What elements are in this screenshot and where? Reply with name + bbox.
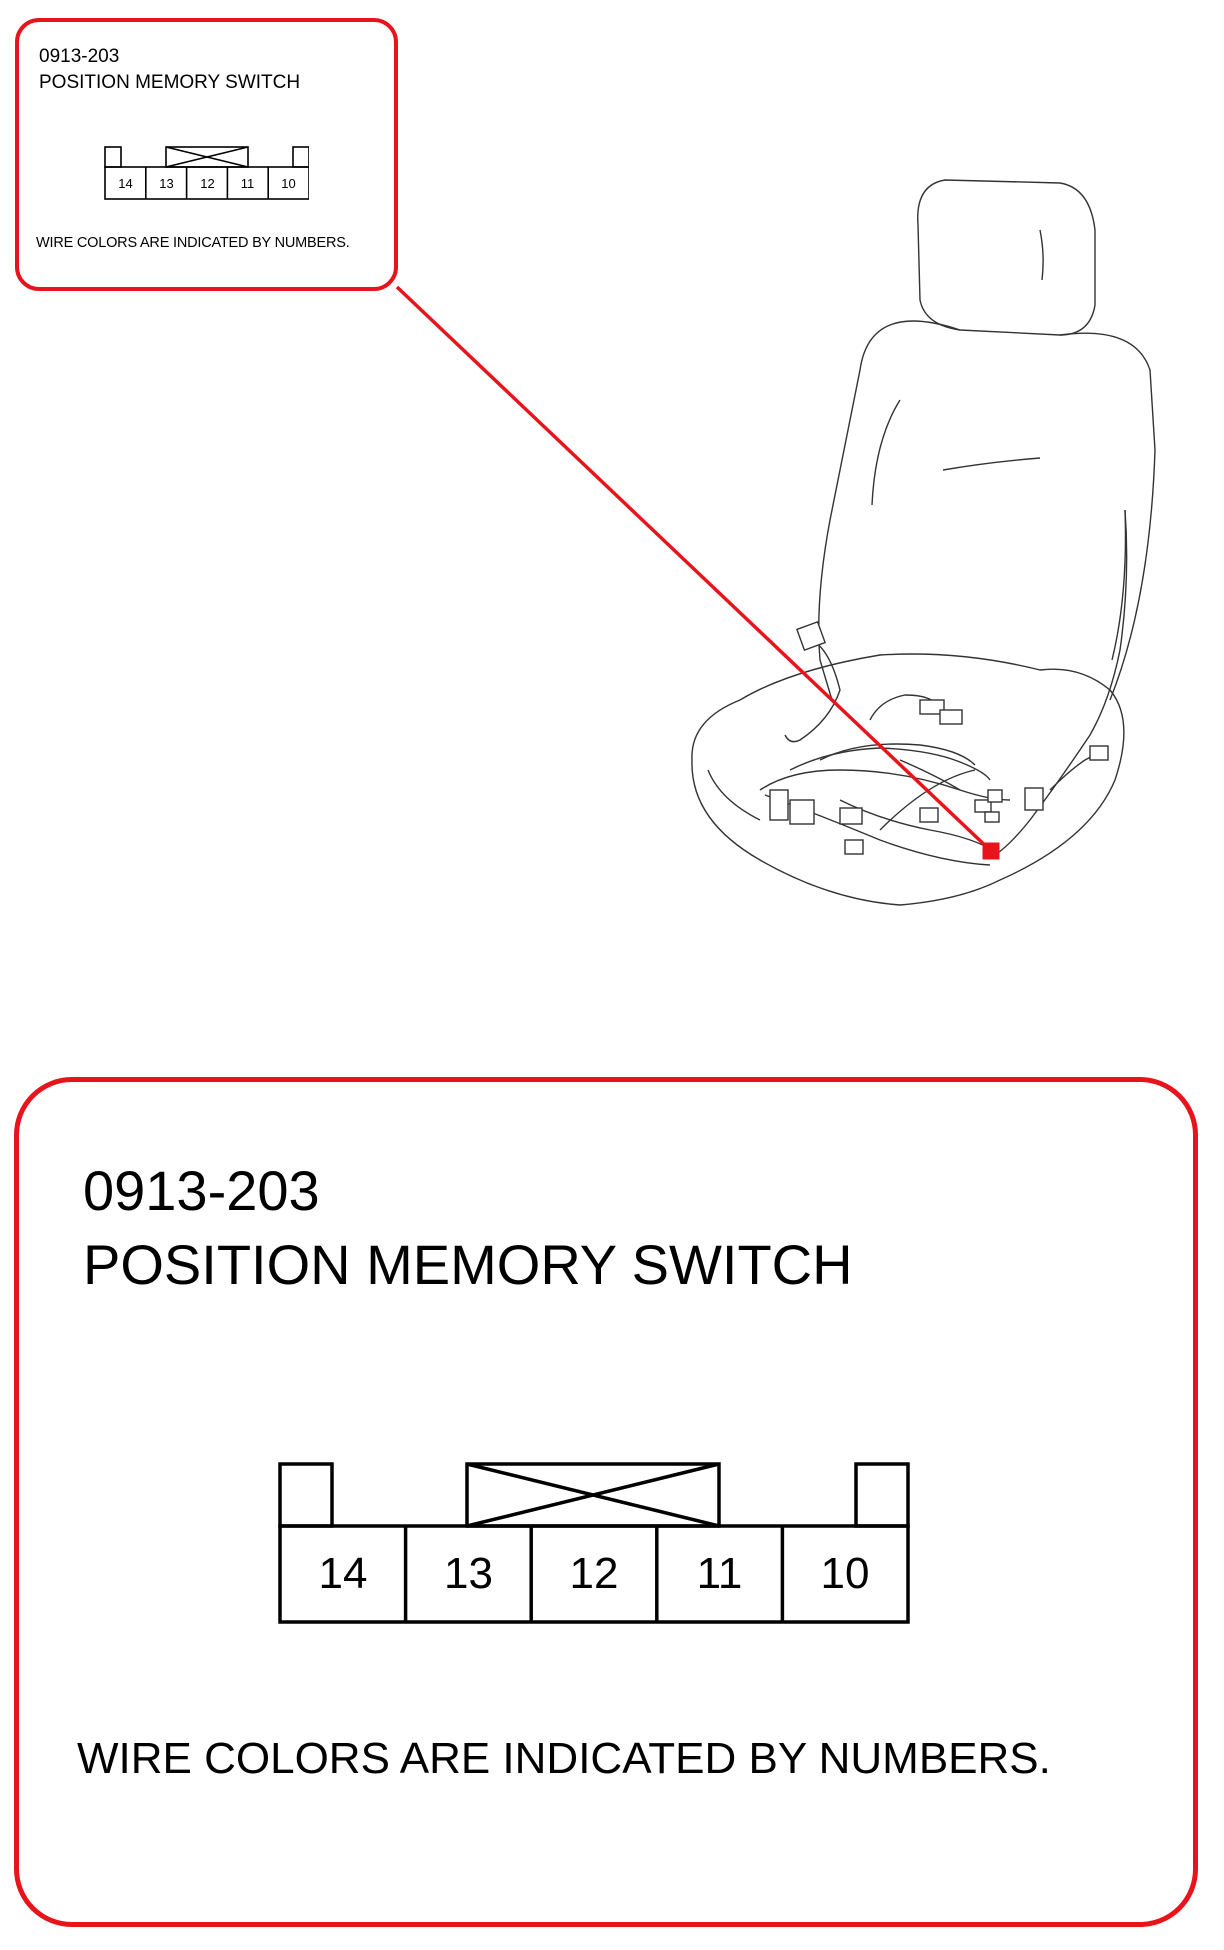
pin-label-large: 12 bbox=[569, 1549, 619, 1598]
connector-name-large: POSITION MEMORY SWITCH bbox=[83, 1233, 853, 1296]
connector-diagram-small: 14 13 12 11 10 bbox=[104, 146, 309, 201]
pin-label: 14 bbox=[118, 175, 133, 191]
connector-code-large: 0913-203 bbox=[83, 1159, 320, 1222]
wire-color-note-large: WIRE COLORS ARE INDICATED BY NUMBERS. bbox=[77, 1734, 1051, 1783]
large-callout: 0913-203 POSITION MEMORY SWITCH 14 13 bbox=[14, 1077, 1198, 1927]
pin-label: 10 bbox=[281, 175, 296, 191]
connector-shape bbox=[104, 146, 309, 200]
pin-label-large: 10 bbox=[820, 1549, 870, 1598]
leader-line bbox=[395, 285, 993, 853]
seat-outline bbox=[691, 179, 1156, 906]
pin-label-large: 14 bbox=[318, 1549, 368, 1598]
pin-label: 12 bbox=[200, 175, 215, 191]
harness-connectors bbox=[769, 621, 1109, 855]
pin-label-large: 11 bbox=[696, 1549, 743, 1598]
connector-shape-large bbox=[278, 1462, 910, 1624]
connector-diagram-large: 14 13 12 11 10 bbox=[278, 1462, 910, 1624]
wire-color-note: WIRE COLORS ARE INDICATED BY NUMBERS. bbox=[36, 235, 350, 251]
connector-code: 0913-203 bbox=[39, 46, 120, 67]
pin-label: 11 bbox=[240, 175, 255, 191]
small-callout: 0913-203 POSITION MEMORY SWITCH 14 13 bbox=[15, 18, 398, 291]
connector-name: POSITION MEMORY SWITCH bbox=[39, 72, 301, 93]
pin-label-large: 13 bbox=[444, 1549, 493, 1598]
pin-label: 13 bbox=[159, 175, 174, 191]
